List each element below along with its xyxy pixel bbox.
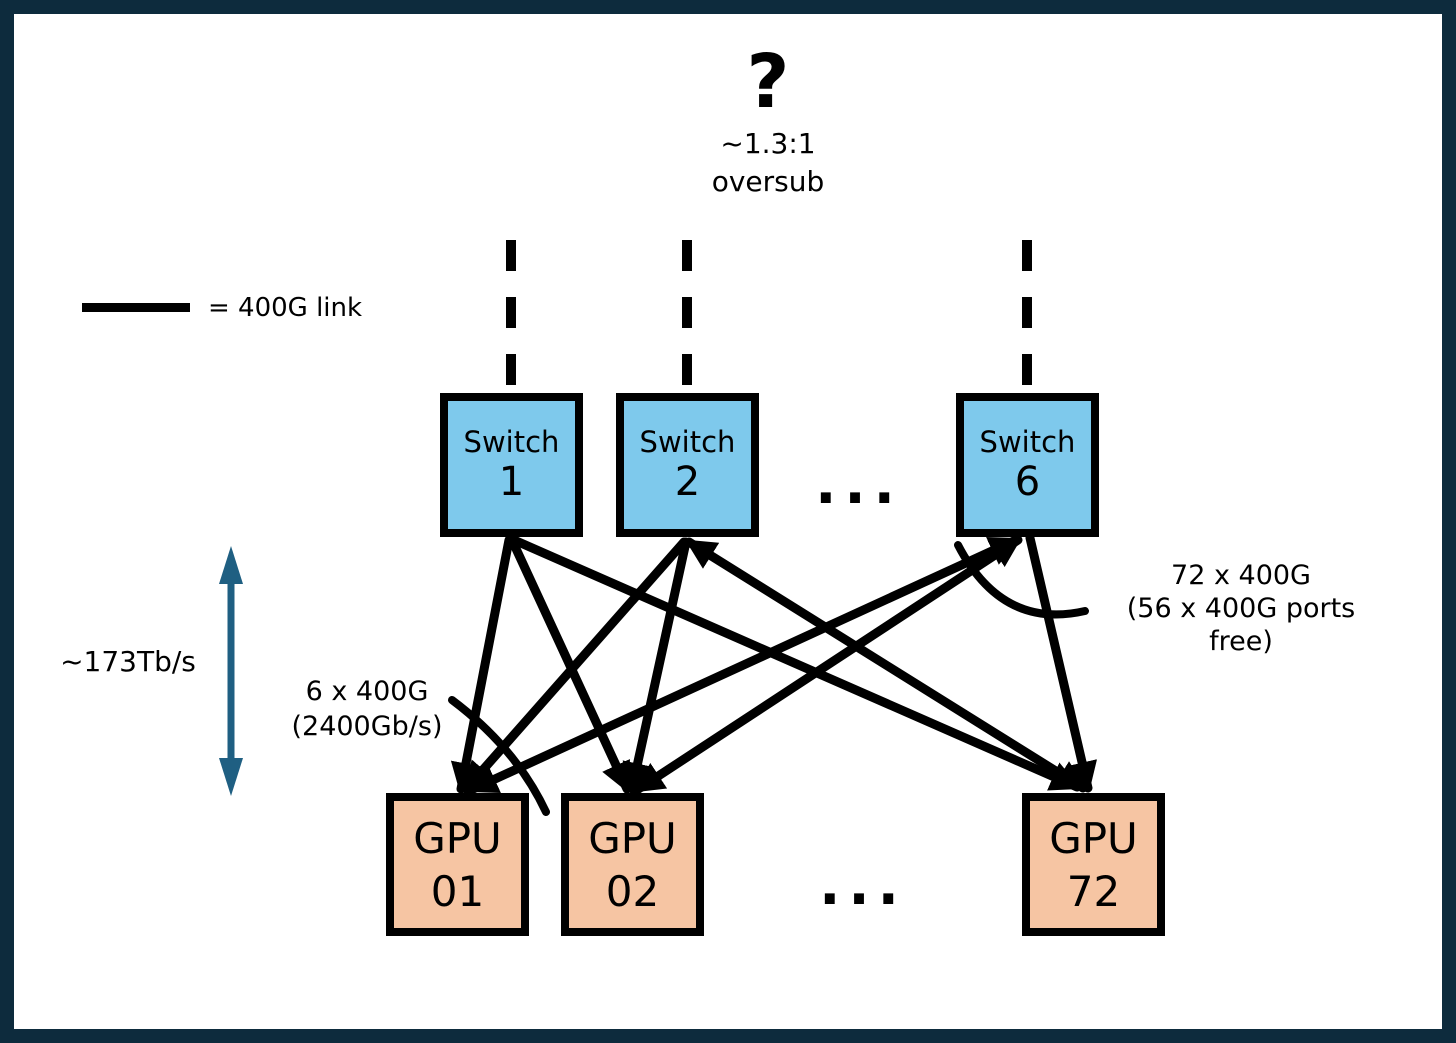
gpu-bundle-rate: (2400Gb/s) [291,711,443,742]
gpu-ellipsis: ... [819,853,907,918]
gpu-bundle-count: 6 x 400G [305,676,429,707]
switch-node-id: 6 [1014,459,1041,505]
gpu-node-id: 72 [1066,866,1121,916]
switch-node-1: Switch 1 [440,393,583,537]
legend-label: = 400G link [208,293,363,323]
gpu-bundle-label: 6 x 400G (2400Gb/s) [288,674,446,744]
oversub-label: ~1.3:1 oversub [688,125,848,201]
gpu-node-72: GPU 72 [1022,793,1165,936]
oversub-word: oversub [711,165,825,198]
oversub-ratio: ~1.3:1 [720,127,816,160]
legend-400g-line-icon [82,303,190,312]
switch-ports-count: 72 x 400G [1171,560,1311,591]
gpu-node-label: GPU [588,813,677,863]
gpu-node-01: GPU 01 [386,793,529,936]
gpu-node-id: 01 [430,866,485,916]
gpu-node-02: GPU 02 [561,793,704,936]
switch-node-6: Switch 6 [956,393,1099,537]
switch-node-id: 1 [498,459,525,505]
switch-node-label: Switch [979,425,1076,459]
bisection-bandwidth-label: ~173Tb/s [60,645,196,678]
gpu-node-id: 02 [605,866,660,916]
switch-ports-free: (56 x 400G ports free) [1126,593,1356,657]
switch-node-label: Switch [639,425,736,459]
gpu-node-label: GPU [1049,813,1138,863]
switch-ports-label: 72 x 400G (56 x 400G ports free) [1098,559,1384,658]
switch-node-label: Switch [463,425,560,459]
uplink-question-mark: ? [746,39,790,125]
switch-node-2: Switch 2 [616,393,759,537]
switch-node-id: 2 [674,459,701,505]
gpu-node-label: GPU [413,813,502,863]
switch-ellipsis: ... [815,452,903,517]
